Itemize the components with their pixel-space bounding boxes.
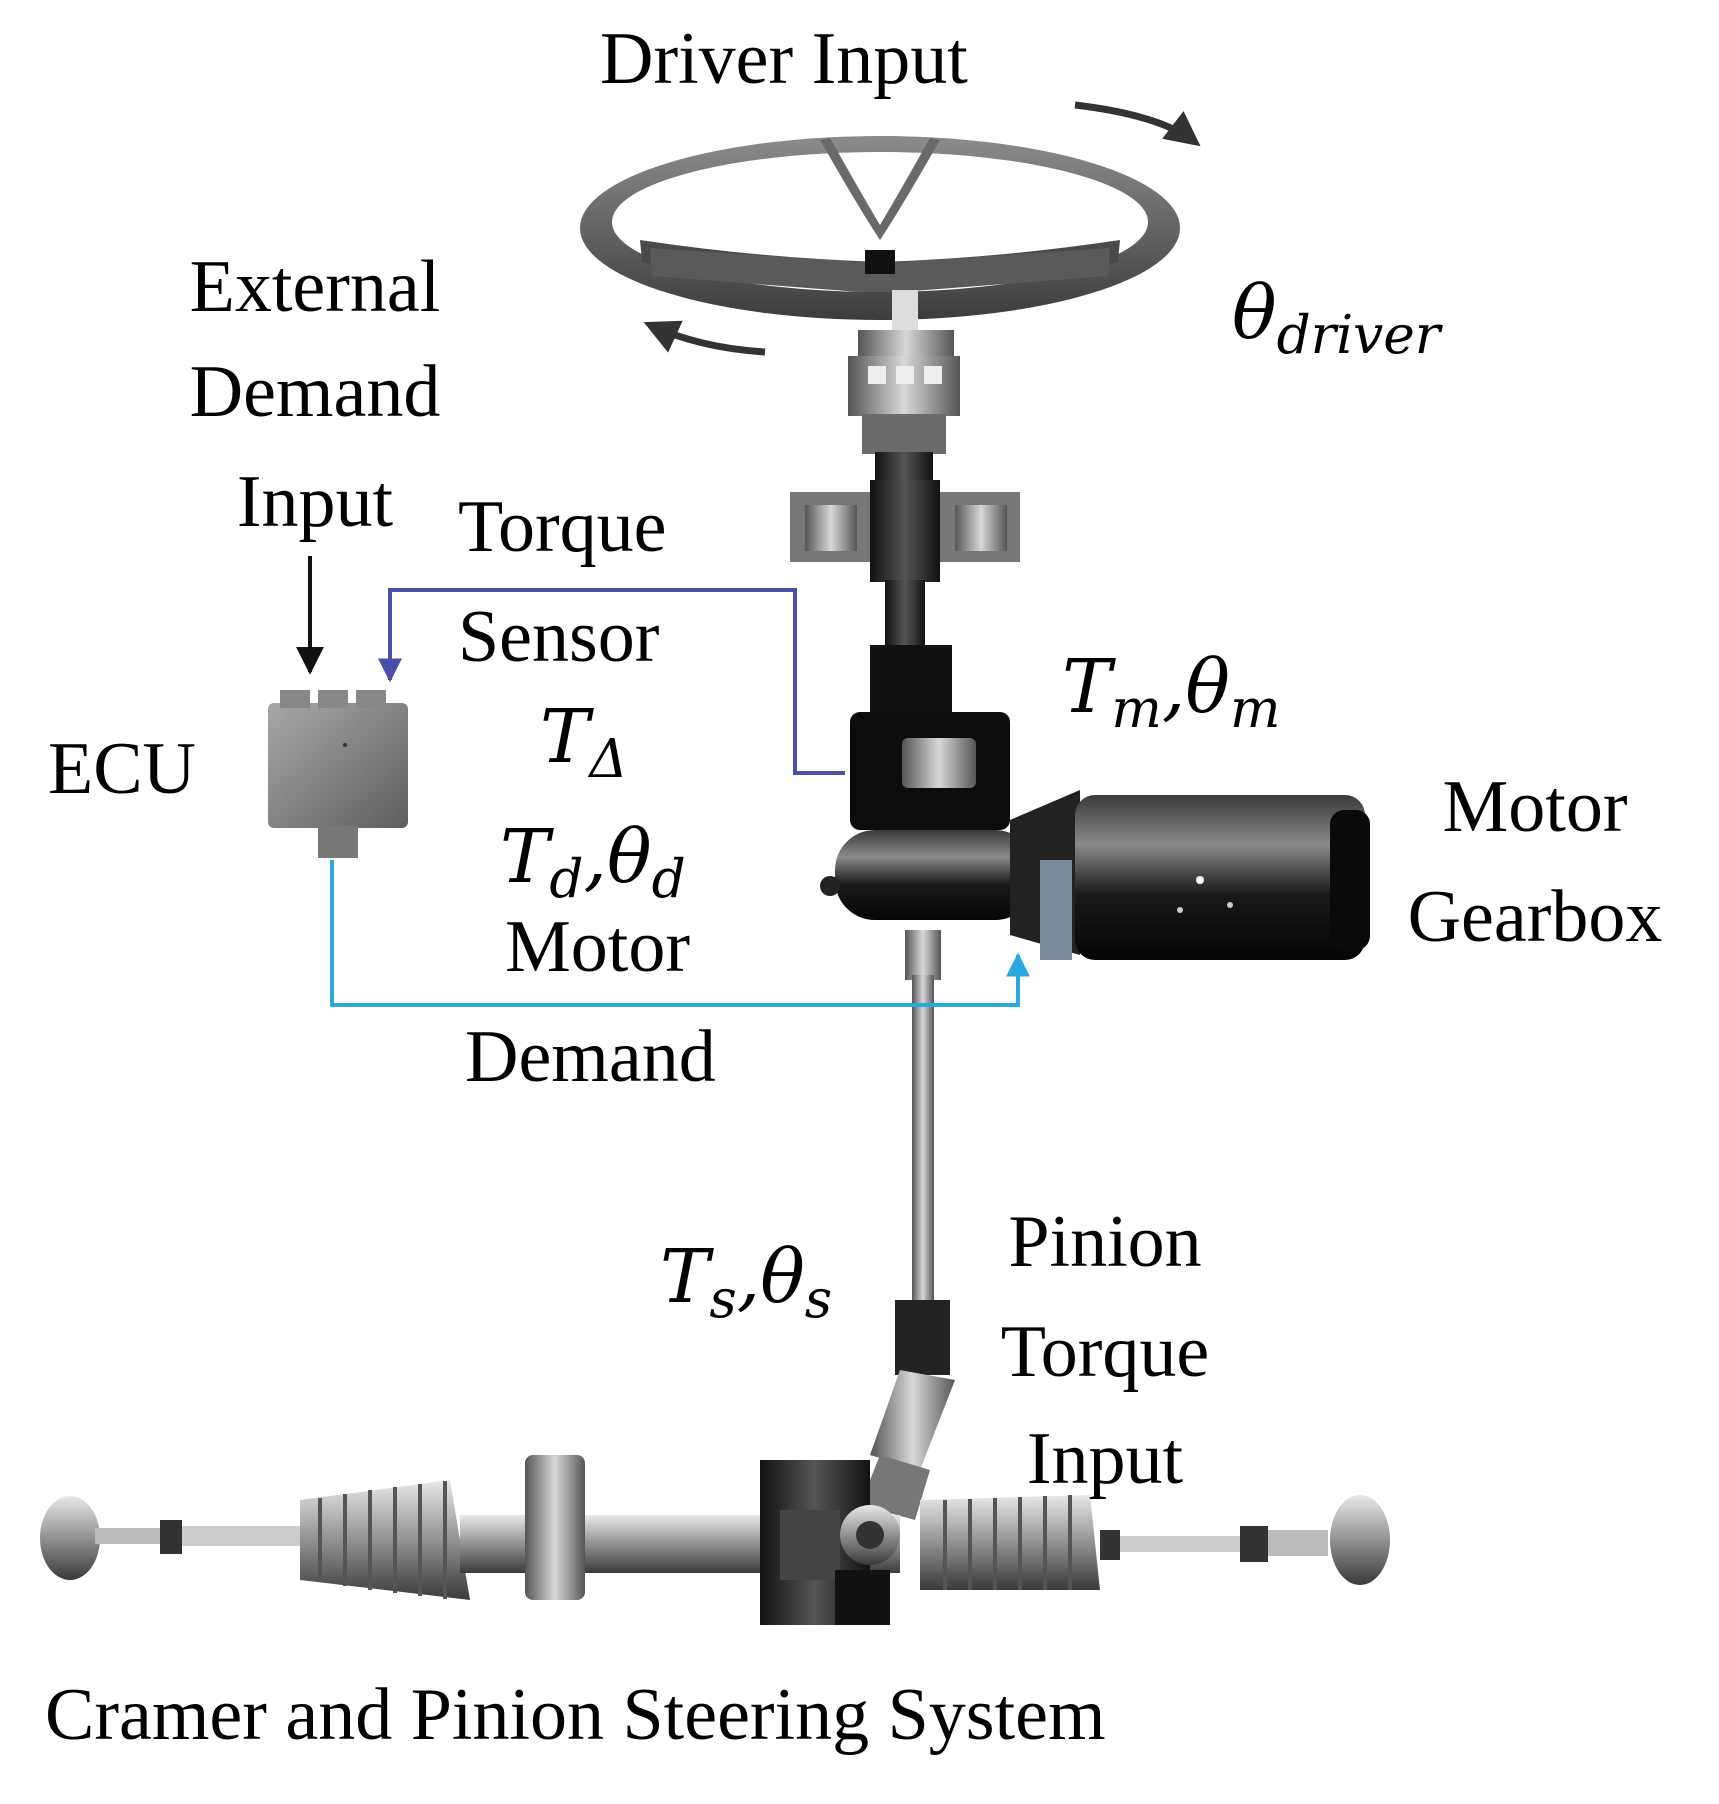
ts-theta-s-label: Ts,θs <box>660 1240 832 1326</box>
theta-d-symbol: θ <box>607 814 652 900</box>
motor-demand-label-line1: Motor <box>505 906 690 988</box>
motor-gearbox <box>820 790 1370 960</box>
motor-gearbox-label-line1: Motor <box>1442 766 1628 848</box>
td-separator: , <box>583 814 607 900</box>
motor-gearbox-label-line2: Gearbox <box>1407 876 1663 958</box>
pinion-torque-label-line2: Torque <box>1000 1311 1210 1393</box>
theta-s-subscript: s <box>804 1267 833 1330</box>
theta-s-symbol: θ <box>760 1234 805 1320</box>
ecu-label: ECU <box>48 728 196 810</box>
torque-sensor-label-line1: Torque <box>458 486 667 568</box>
intermediate-shaft <box>860 930 955 1520</box>
theta-driver-label: θdriver <box>1232 276 1440 362</box>
motor-demand-signal-line <box>330 860 1030 1007</box>
external-demand-label-line3: Input <box>236 461 394 543</box>
tm-symbol: T <box>1062 644 1112 730</box>
t-delta-symbol: T <box>540 694 590 780</box>
ecu-unit <box>268 690 408 858</box>
rotation-arrow-right <box>1074 101 1201 147</box>
driver-input-label: Driver Input <box>600 18 968 100</box>
tm-separator: , <box>1161 644 1186 730</box>
steering-wheel <box>580 136 1180 320</box>
td-symbol: T <box>500 814 550 900</box>
motor-demand-label-line2: Demand <box>465 1016 716 1098</box>
pinion-torque-label-line1: Pinion <box>1008 1201 1202 1283</box>
t-delta-label: TΔ <box>540 700 628 786</box>
external-demand-label-line1: External <box>189 246 441 328</box>
theta-m-subscript: m <box>1229 677 1281 740</box>
ts-separator: , <box>736 1234 761 1320</box>
tm-theta-m-label: Tm,θm <box>1062 650 1280 736</box>
theta-driver-symbol: θ <box>1232 270 1277 356</box>
td-subscript: d <box>549 847 584 910</box>
ts-subscript: s <box>709 1267 737 1330</box>
ts-symbol: T <box>660 1234 710 1320</box>
rack-and-pinion <box>40 1455 1390 1625</box>
theta-d-subscript: d <box>651 847 686 910</box>
rotation-arrow-left <box>643 320 766 356</box>
pinion-torque-label-line3: Input <box>1026 1418 1184 1500</box>
system-caption: Cramer and Pinion Steering System <box>45 1674 1106 1756</box>
steering-column <box>790 290 1020 830</box>
torque-sensor-signal-line <box>378 588 845 775</box>
t-delta-subscript: Δ <box>589 727 628 790</box>
external-demand-label-line2: Demand <box>189 351 441 433</box>
tm-subscript: m <box>1111 677 1162 740</box>
theta-driver-subscript: driver <box>1276 303 1441 366</box>
theta-m-symbol: θ <box>1185 644 1230 730</box>
td-theta-d-label: Td,θd <box>500 820 686 906</box>
torque-sensor-label-line2: Sensor <box>458 596 660 678</box>
